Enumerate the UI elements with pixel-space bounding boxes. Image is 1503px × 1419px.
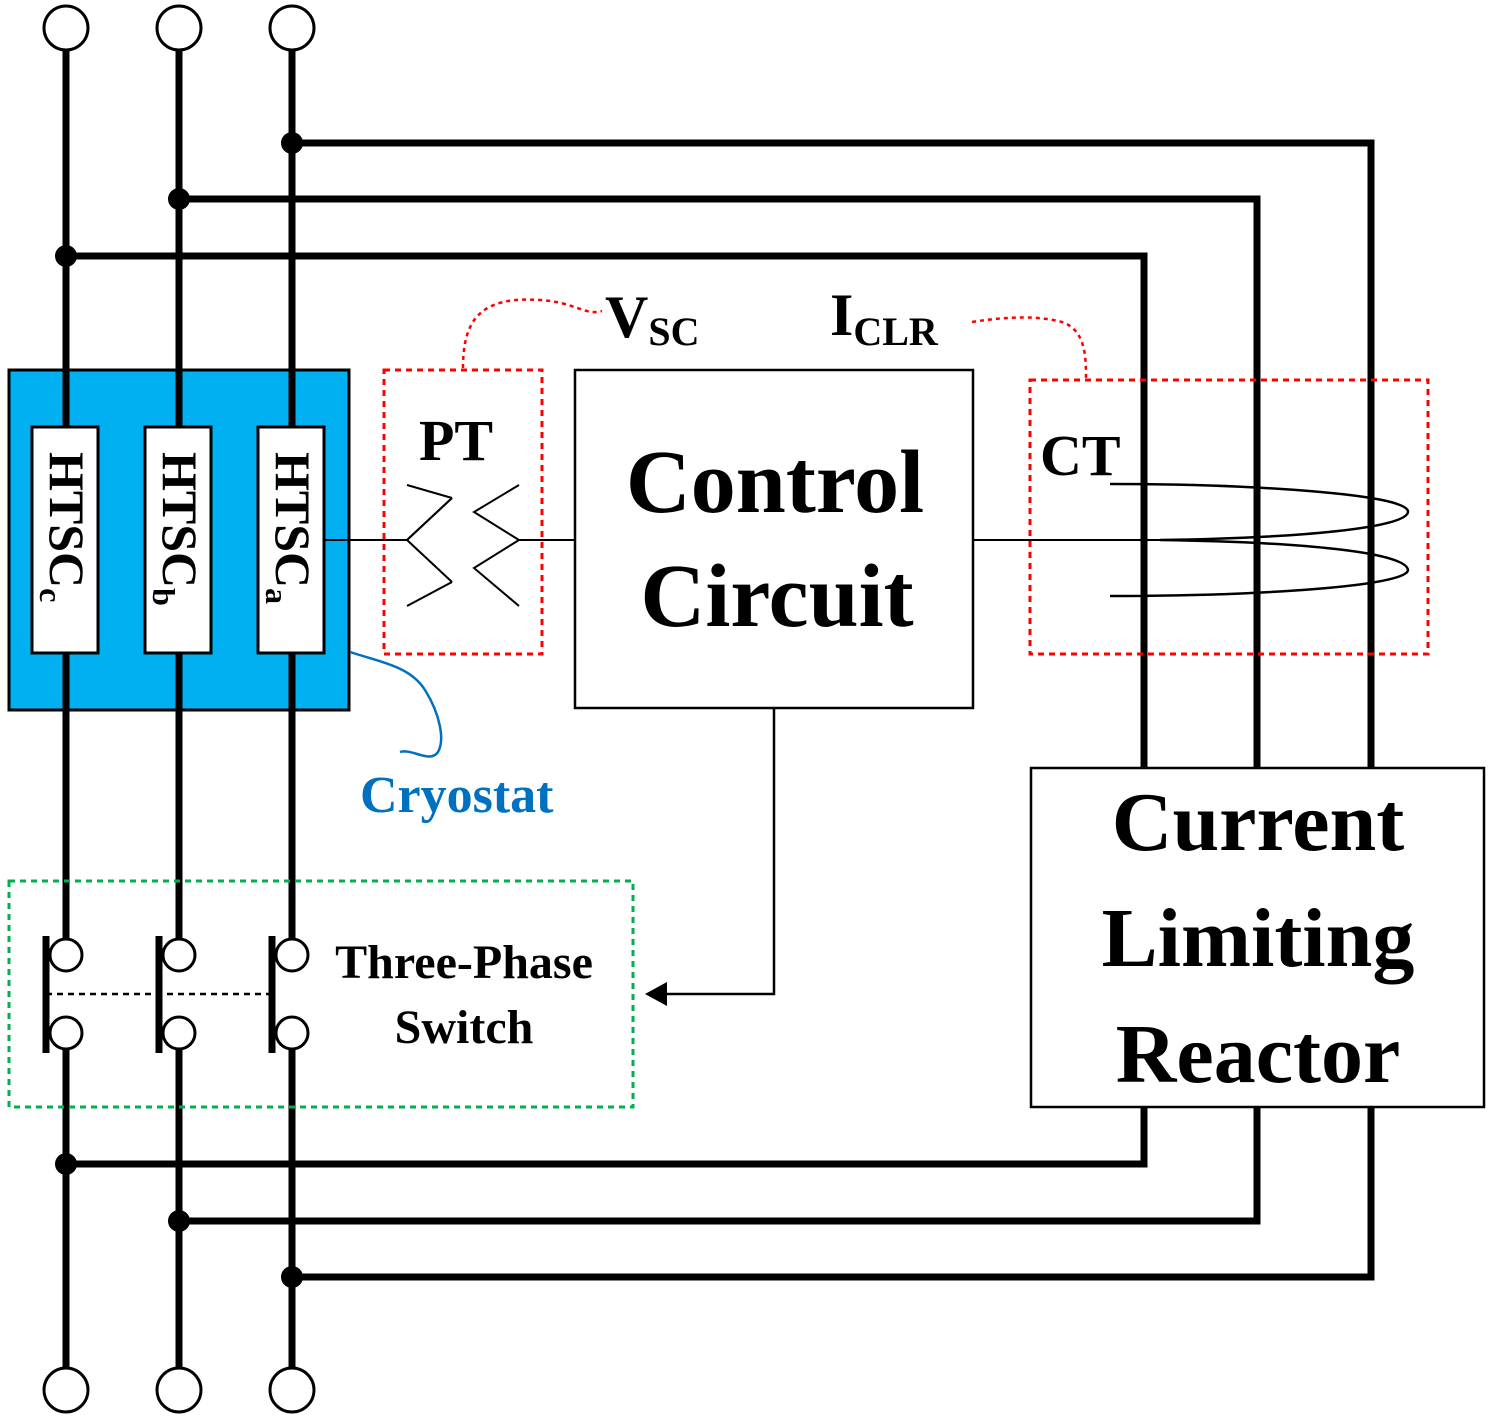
control-circuit-line1: Control <box>626 433 924 532</box>
wire-bottom-b <box>179 1107 1261 1225</box>
htsc-a-label: HTSCa <box>259 452 321 604</box>
switch-label-line1: Three-Phase <box>335 936 593 989</box>
junction-dot <box>168 1210 190 1232</box>
control-circuit-line2: Circuit <box>640 547 913 646</box>
terminal-bottom-c <box>42 1366 90 1414</box>
junction-dot <box>55 1153 77 1175</box>
junction-dot <box>281 1266 303 1288</box>
junction-dot <box>281 132 303 154</box>
control-circuit-box <box>573 368 975 710</box>
cryostat-label: Cryostat <box>360 767 554 824</box>
reactor-feed-bottom <box>66 1107 1375 1281</box>
wire-top-c <box>66 252 1148 768</box>
wire-top-a <box>292 139 1375 768</box>
reactor-feed-top <box>66 139 1375 768</box>
pt-label: PT <box>419 408 493 473</box>
reactor-box <box>1029 766 1486 1109</box>
switch-contacts <box>42 936 310 1053</box>
switch-contact-a-top <box>274 937 310 973</box>
iclr-label: ICLR <box>830 282 939 354</box>
bottom-terminals <box>42 1366 316 1414</box>
terminal-top-c <box>42 4 90 52</box>
switch-contact-c-top <box>48 937 84 973</box>
vsc-label: VSC <box>605 284 699 354</box>
ct-coil <box>1109 482 1410 598</box>
htsc-b-label: HTSCb <box>146 452 208 606</box>
terminal-bottom-a <box>268 1366 316 1414</box>
pt-box <box>382 368 544 656</box>
wire-top-b <box>179 195 1261 768</box>
switch-contact-b-top <box>161 937 197 973</box>
switch-contact-a-bottom <box>274 1015 310 1051</box>
pt-symbol <box>406 484 575 607</box>
switch-control-arrow <box>645 982 667 1006</box>
switch-contact-c-bottom <box>48 1015 84 1051</box>
iclr-leader <box>971 316 1088 379</box>
cryostat-leader <box>349 650 443 758</box>
junction-dot <box>168 188 190 210</box>
vsc-leader <box>461 298 603 369</box>
reactor-line2: Limiting <box>1102 892 1415 985</box>
switch-control-wire <box>665 708 776 996</box>
terminal-top-b <box>155 4 203 52</box>
htsc-b-element <box>143 425 213 655</box>
junction-dots <box>55 132 303 1288</box>
phase-lines <box>62 50 296 1368</box>
reactor-line3: Reactor <box>1116 1008 1400 1101</box>
terminal-top-a <box>268 4 316 52</box>
ct-label: CT <box>1040 423 1121 488</box>
reactor-line1: Current <box>1112 776 1404 869</box>
top-terminals <box>42 4 316 52</box>
wire-bottom-a <box>292 1107 1375 1281</box>
switch-box <box>7 879 635 1109</box>
switch-contact-b-bottom <box>161 1015 197 1051</box>
wire-bottom-c <box>66 1107 1148 1168</box>
switch-label-line2: Switch <box>395 1001 534 1054</box>
junction-dot <box>55 245 77 267</box>
terminal-bottom-b <box>155 1366 203 1414</box>
htsc-elements: HTSCc HTSCb HTSCa <box>30 425 326 655</box>
htsc-c-label: HTSCc <box>33 452 95 602</box>
ct-box <box>1028 378 1430 656</box>
htsc-c-element <box>30 425 100 655</box>
